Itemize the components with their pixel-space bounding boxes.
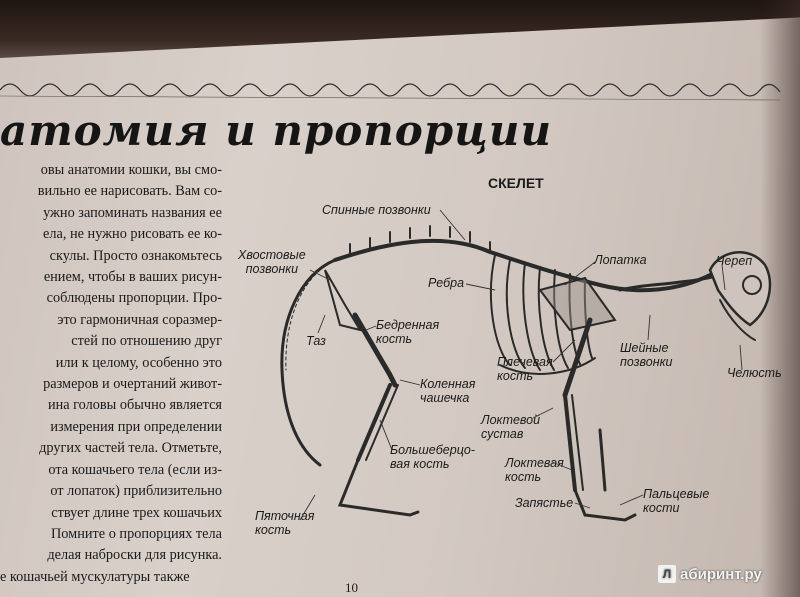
label-elbow: Локтевой сустав	[481, 413, 540, 441]
text-line: ением, чтобы в ваших рисун-	[43, 269, 222, 286]
page-number: 10	[345, 580, 358, 595]
label-line: позвонки	[245, 262, 299, 276]
label-pelvis: Таз	[306, 334, 326, 348]
label-line: Пальцевые	[643, 487, 710, 501]
label-line: кость	[505, 470, 542, 484]
label-heel: Пяточная кость	[255, 509, 314, 537]
label-kneecap: Коленная чашечка	[420, 377, 475, 405]
label-line: Коленная	[420, 377, 476, 391]
logo-icon: Л	[658, 565, 676, 583]
text-line: ота кошачьего тела (если из-	[48, 461, 222, 478]
label-line: Пяточная	[255, 509, 315, 523]
label-line: чашечка	[420, 391, 470, 405]
text-line: ела, не нужно рисовать ее ко-	[43, 226, 222, 243]
text-line: от лопаток) приблизительно	[50, 483, 222, 500]
label-line: вая кость	[390, 457, 450, 471]
decorative-wavy-border	[0, 83, 781, 101]
label-skull: Череп	[716, 254, 753, 268]
label-jaw: Челюсть	[727, 366, 782, 380]
text-line: вильно ее нарисовать. Вам со-	[37, 183, 222, 200]
text-line: скулы. Просто ознакомьтесь	[49, 247, 222, 264]
label-femur: Бедренная кость	[376, 318, 439, 346]
label-spine: Спинные позвонки	[322, 203, 431, 217]
label-neck: Шейные позвонки	[620, 341, 672, 369]
section-heading: СКЕЛЕТ	[488, 175, 544, 191]
label-phalanges: Пальцевые кости	[643, 487, 709, 515]
text-line: стей по отношению друг	[71, 333, 222, 350]
label-line: кость	[255, 523, 292, 537]
logo-text: абиринт.ру	[680, 565, 762, 583]
label-line: Хвостовые	[238, 248, 306, 262]
text-line: измерения при определении	[50, 418, 222, 435]
text-line: или к целому, особенно это	[55, 354, 222, 371]
label-scapula: Лопатка	[594, 253, 647, 267]
label-ulna: Локтевая кость	[505, 456, 564, 484]
label-line: кость	[497, 369, 534, 383]
label-line: кость	[376, 332, 413, 346]
text-line: других частей тела. Отметьте,	[39, 440, 222, 457]
label-line: Шейные	[620, 341, 669, 355]
text-line: ствует длине трех кошачьих	[51, 504, 222, 521]
text-line: е кошачьей мускулатуры также	[0, 568, 190, 585]
text-line: овы анатомии кошки, вы смо-	[40, 162, 222, 178]
label-line: Плечевая	[497, 355, 553, 369]
label-tail-vertebrae: Хвостовые позвонки	[238, 248, 306, 276]
label-line: сустав	[481, 427, 524, 441]
watermark-logo: Л абиринт.ру	[658, 565, 762, 583]
text-line: Помните о пропорциях тела	[50, 525, 222, 542]
label-line: позвонки	[620, 355, 673, 369]
text-line: ужно запоминать названия ее	[43, 204, 222, 221]
text-line: соблюдены пропорции. Про-	[46, 290, 222, 307]
text-line: делая наброски для рисунка.	[47, 547, 222, 564]
label-ribs: Ребра	[428, 276, 465, 290]
text-line: это гармоничная соразмер-	[57, 311, 222, 328]
page-title: атомия и пропорции	[0, 106, 552, 155]
label-humerus: Плечевая кость	[497, 355, 553, 383]
label-line: Большеберцо-	[390, 443, 475, 457]
text-line: размеров и очертаний живот-	[43, 376, 222, 393]
label-line: кости	[643, 501, 680, 515]
body-paragraph: овы анатомии кошки, вы смо- вильно ее на…	[0, 160, 222, 588]
label-line: Локтевой	[481, 413, 541, 427]
label-line: Бедренная	[376, 318, 440, 332]
label-line: Локтевая	[505, 456, 564, 470]
label-wrist: Запястье	[515, 496, 574, 510]
label-tibia: Большеберцо- вая кость	[390, 443, 475, 471]
text-line: ина головы обычно является	[47, 397, 222, 414]
